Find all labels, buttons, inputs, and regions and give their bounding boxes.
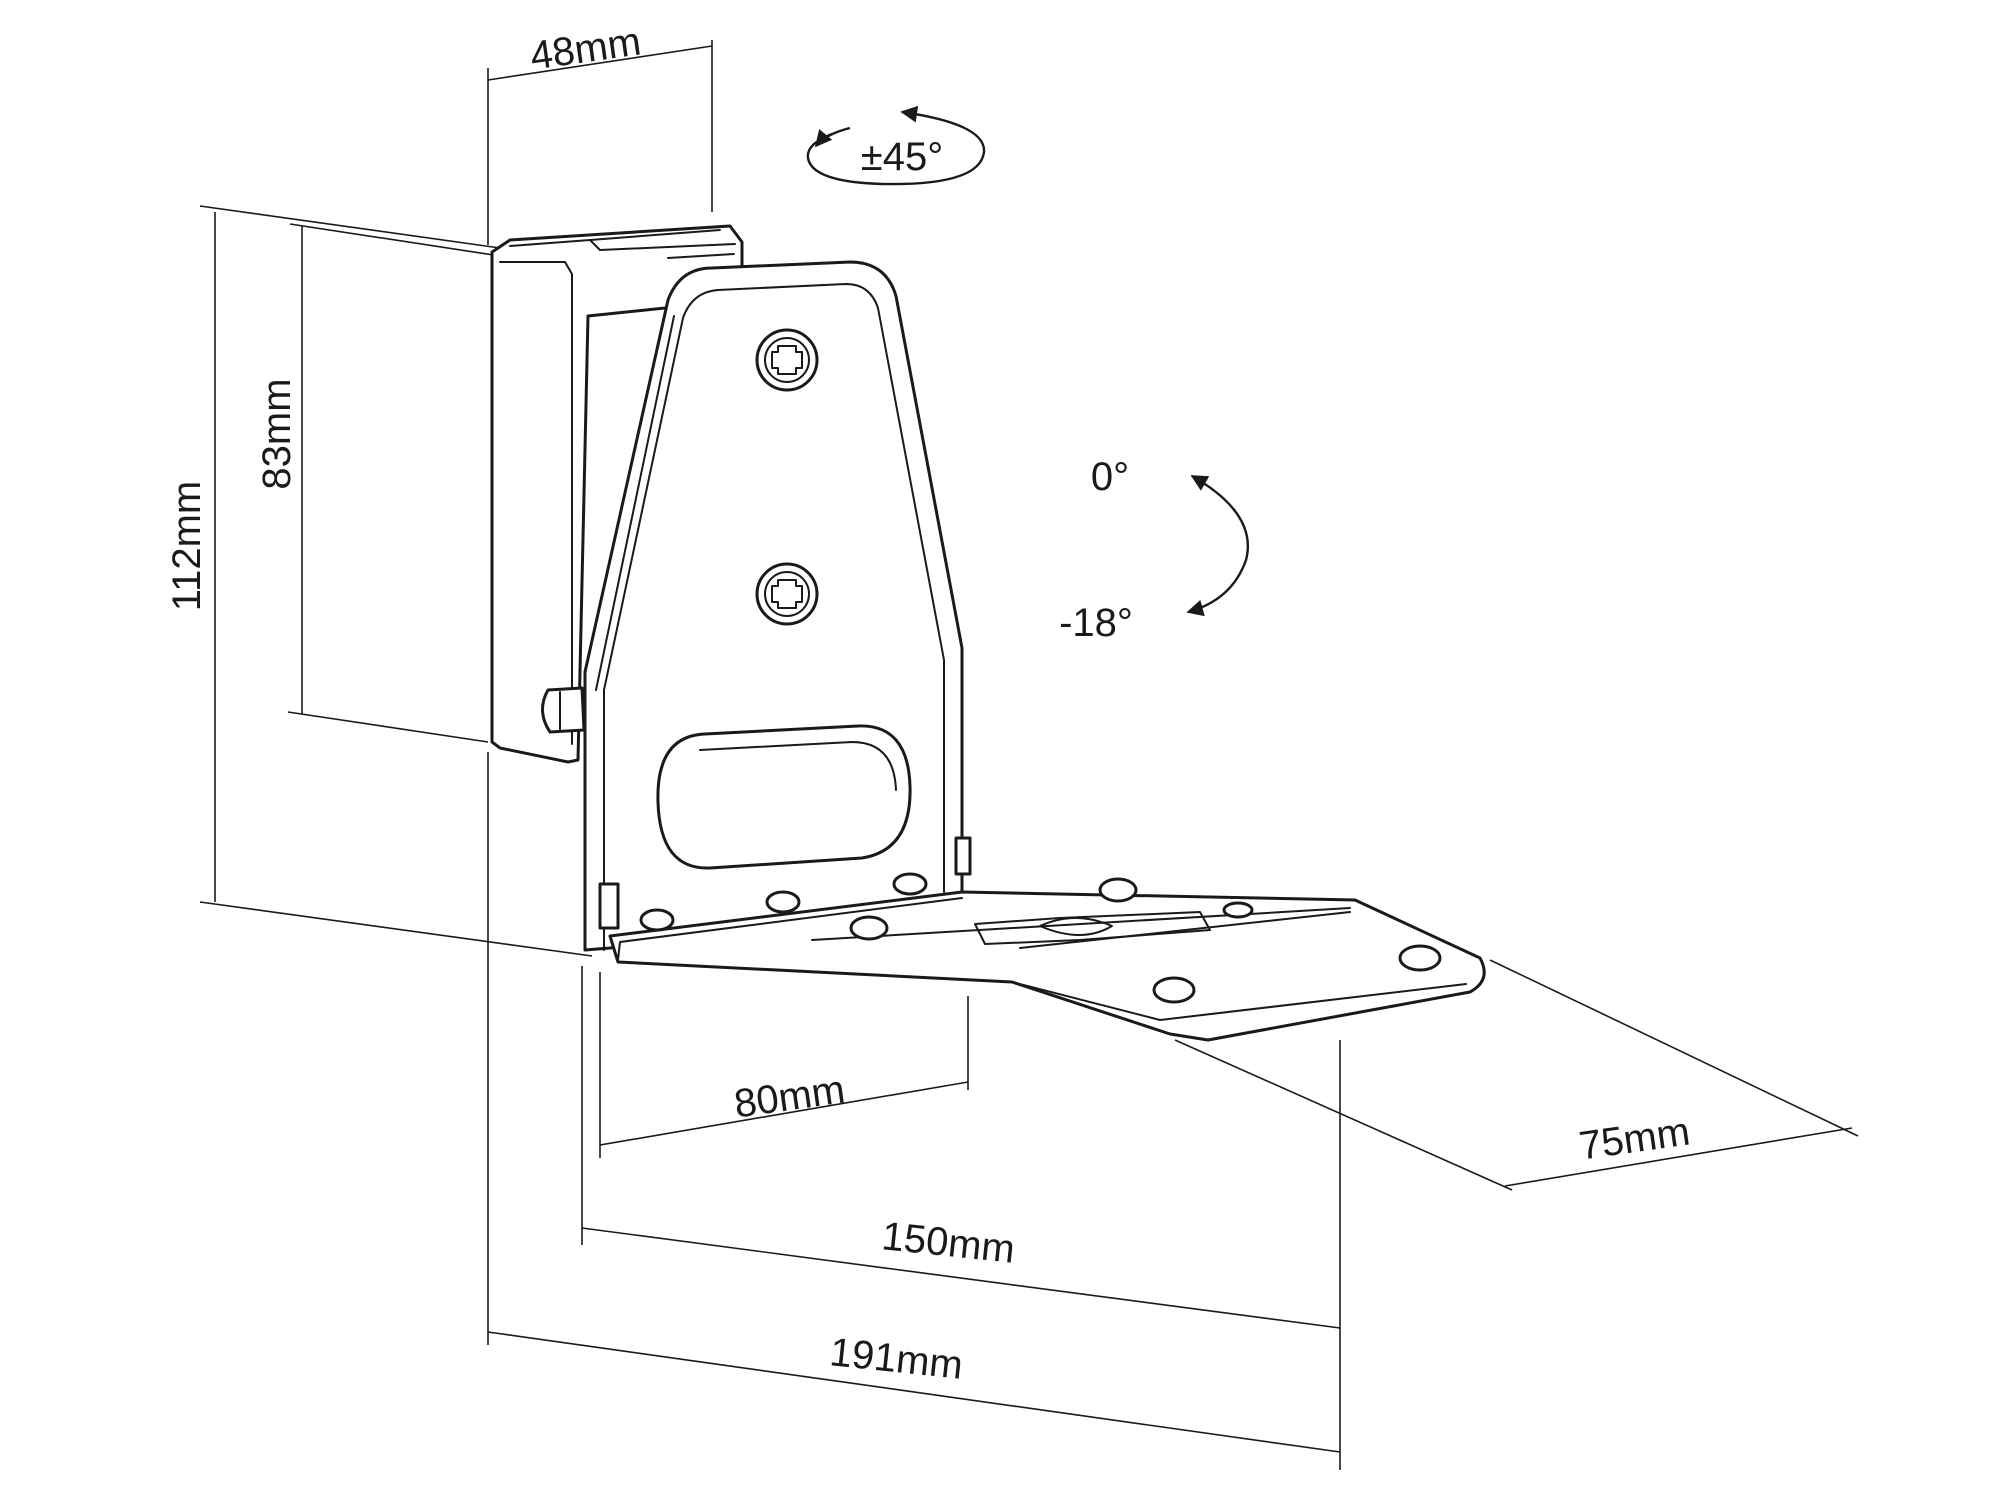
- screw-upper: [755, 328, 819, 392]
- tilt-indicator: [1186, 474, 1249, 617]
- label-depth-mid: 150mm: [880, 1214, 1017, 1272]
- label-tilt-bottom: -18°: [1059, 601, 1133, 645]
- label-height-total: 112mm: [165, 481, 209, 611]
- label-width-top: 48mm: [527, 20, 643, 79]
- label-height-plate: 83mm: [255, 378, 299, 489]
- label-depth-arm: 80mm: [731, 1068, 847, 1127]
- platform-bolts: [639, 872, 1442, 1004]
- wall-bracket-illustration: [490, 224, 1486, 1042]
- label-swivel-angle: ±45°: [861, 135, 943, 179]
- swivel-indicator: [806, 105, 986, 186]
- label-depth-total: 191mm: [828, 1330, 965, 1388]
- label-platform-width: 75mm: [1576, 1110, 1692, 1169]
- dimension-lines: [199, 40, 1859, 1470]
- label-tilt-top: 0°: [1091, 455, 1129, 499]
- screw-lower: [755, 562, 819, 626]
